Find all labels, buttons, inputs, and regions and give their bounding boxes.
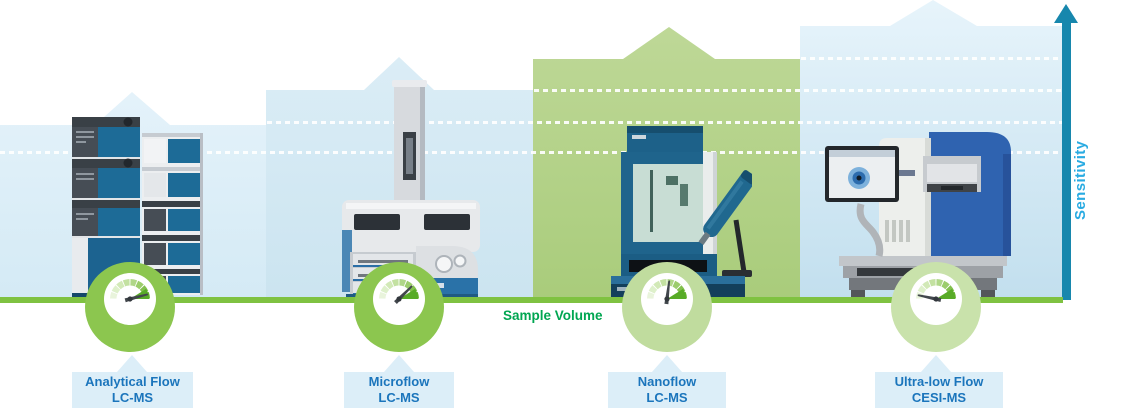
gridline-dotted-2 (534, 89, 1063, 92)
gauge-icon (641, 273, 693, 325)
callout-pointer-analytical (117, 355, 147, 372)
monitor-arm (856, 203, 884, 257)
up-arrow-icon (1054, 4, 1078, 23)
gridline-dotted-4 (0, 151, 1063, 154)
callout-pointer-nanoflow (652, 355, 682, 372)
sensitivity-axis-label: Sensitivity (1072, 140, 1089, 220)
ion-source (698, 170, 752, 277)
callout-microflow: Microflow LC-MS (344, 372, 454, 408)
sensitivity-axis-arrow (1062, 20, 1071, 300)
sample-volume-gauge-nanoflow (622, 262, 712, 352)
callout-line1: Ultra-low Flow (894, 374, 984, 389)
gauge-icon (373, 273, 425, 325)
callout-pointer-microflow (384, 355, 414, 372)
callout-line2: CESI-MS (911, 390, 967, 405)
sample-volume-label: Sample Volume (503, 308, 603, 323)
callout-line1: Analytical Flow (85, 374, 180, 389)
nanoflow-instrument-image (611, 126, 752, 298)
callout-line1: Microflow (368, 374, 430, 389)
callout-analytical-flow: Analytical Flow LC-MS (72, 372, 193, 408)
gridline-dotted-3 (267, 121, 1063, 124)
sample-volume-gauge-ultra-low (891, 262, 981, 352)
callout-pointer-ultra-low (921, 355, 951, 372)
callout-line2: LC-MS (111, 390, 154, 405)
sample-volume-gauge-microflow (354, 262, 444, 352)
sample-volume-axis-line (0, 297, 1063, 303)
callout-ultra-low-flow: Ultra-low Flow CESI-MS (875, 372, 1003, 408)
callout-line1: Nanoflow (637, 374, 697, 389)
monitor (825, 146, 899, 202)
gauge-icon (910, 273, 962, 325)
gauge-icon (104, 273, 156, 325)
sample-volume-gauge-analytical (85, 262, 175, 352)
callout-line2: LC-MS (378, 390, 420, 405)
gridline-dotted-1 (801, 57, 1063, 60)
hplc-right-tower (142, 133, 203, 295)
callout-line2: LC-MS (646, 390, 688, 405)
callout-nanoflow: Nanoflow LC-MS (608, 372, 726, 408)
